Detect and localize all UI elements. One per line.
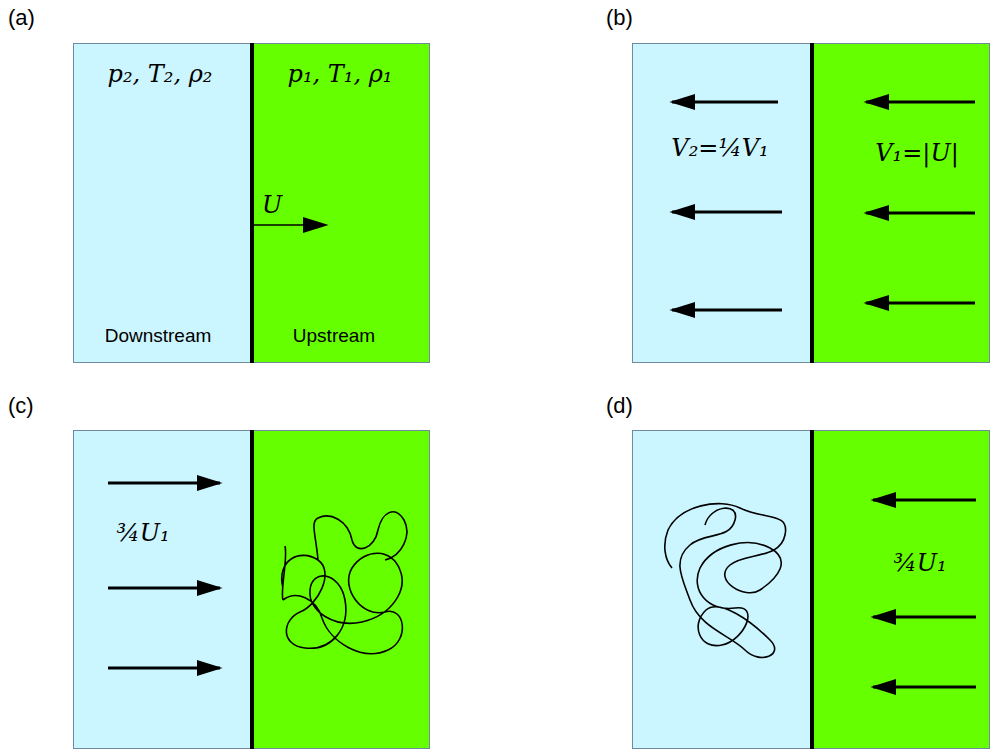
upstream-region [252,43,430,363]
upstream-region: V₁=|U| [814,43,990,363]
velocity-label: ¾U₁ [893,550,946,576]
downstream-region: ¾U₁ [73,430,252,749]
panel-label: (d) [606,394,633,418]
panel-border [74,431,430,749]
downstream-region [632,43,813,363]
shock-fronts [252,43,812,749]
velocity-label: ¾U₁ [116,520,169,546]
panel-grounds [73,43,990,749]
flow-arrow [108,667,220,670]
flow-arrow [866,101,975,104]
flow-arrow [672,309,782,312]
flow-arrows [672,102,975,310]
upstream-region [252,430,430,749]
shock-speed-symbol: U [262,192,282,218]
downstream-region: p₂, T₂, ρ₂ Downstream [73,43,252,363]
panel-label: (a) [8,6,35,30]
downstream-region [632,430,813,749]
upstream-region [812,43,990,363]
flow-arrow [866,212,975,215]
shock-front [250,430,254,749]
flow-arrows [873,500,976,687]
flow-arrow [873,616,976,619]
velocity-label: V₁=|U| [875,140,958,166]
region-name: Upstream [293,326,375,347]
state-variables: p₁, T₁, ρ₁ [288,61,393,87]
flow-arrow [108,587,220,590]
shock-front [250,43,254,363]
region-name: Downstream [105,326,212,347]
upstream-region [812,430,990,749]
upstream-region: ¾U₁ [814,430,990,749]
flow-arrow [873,499,976,502]
downstream-region: V₂=¼V₁ [632,43,812,363]
panel-label: (c) [8,394,34,418]
flow-arrows [108,483,220,668]
turbulence-squiggle [282,512,407,654]
panel-label: (b) [606,6,633,30]
shock-front [810,430,814,749]
shock-velocity-arrow [254,224,326,226]
flow-arrow [873,686,976,689]
flow-arrow [866,302,975,305]
panel-border [633,44,990,363]
state-variables: p₂, T₂, ρ₂ [108,61,213,87]
panel-border [74,44,430,363]
shock-front [810,43,814,363]
turbulence-squiggle [665,504,786,658]
downstream-region [73,43,253,363]
velocity-label: V₂=¼V₁ [671,135,768,161]
flow-arrow [672,101,778,104]
panel-border [633,431,990,749]
flow-arrow [672,211,782,214]
panel-borders [74,44,990,749]
downstream-region [73,430,253,749]
flow-arrow [108,482,220,485]
